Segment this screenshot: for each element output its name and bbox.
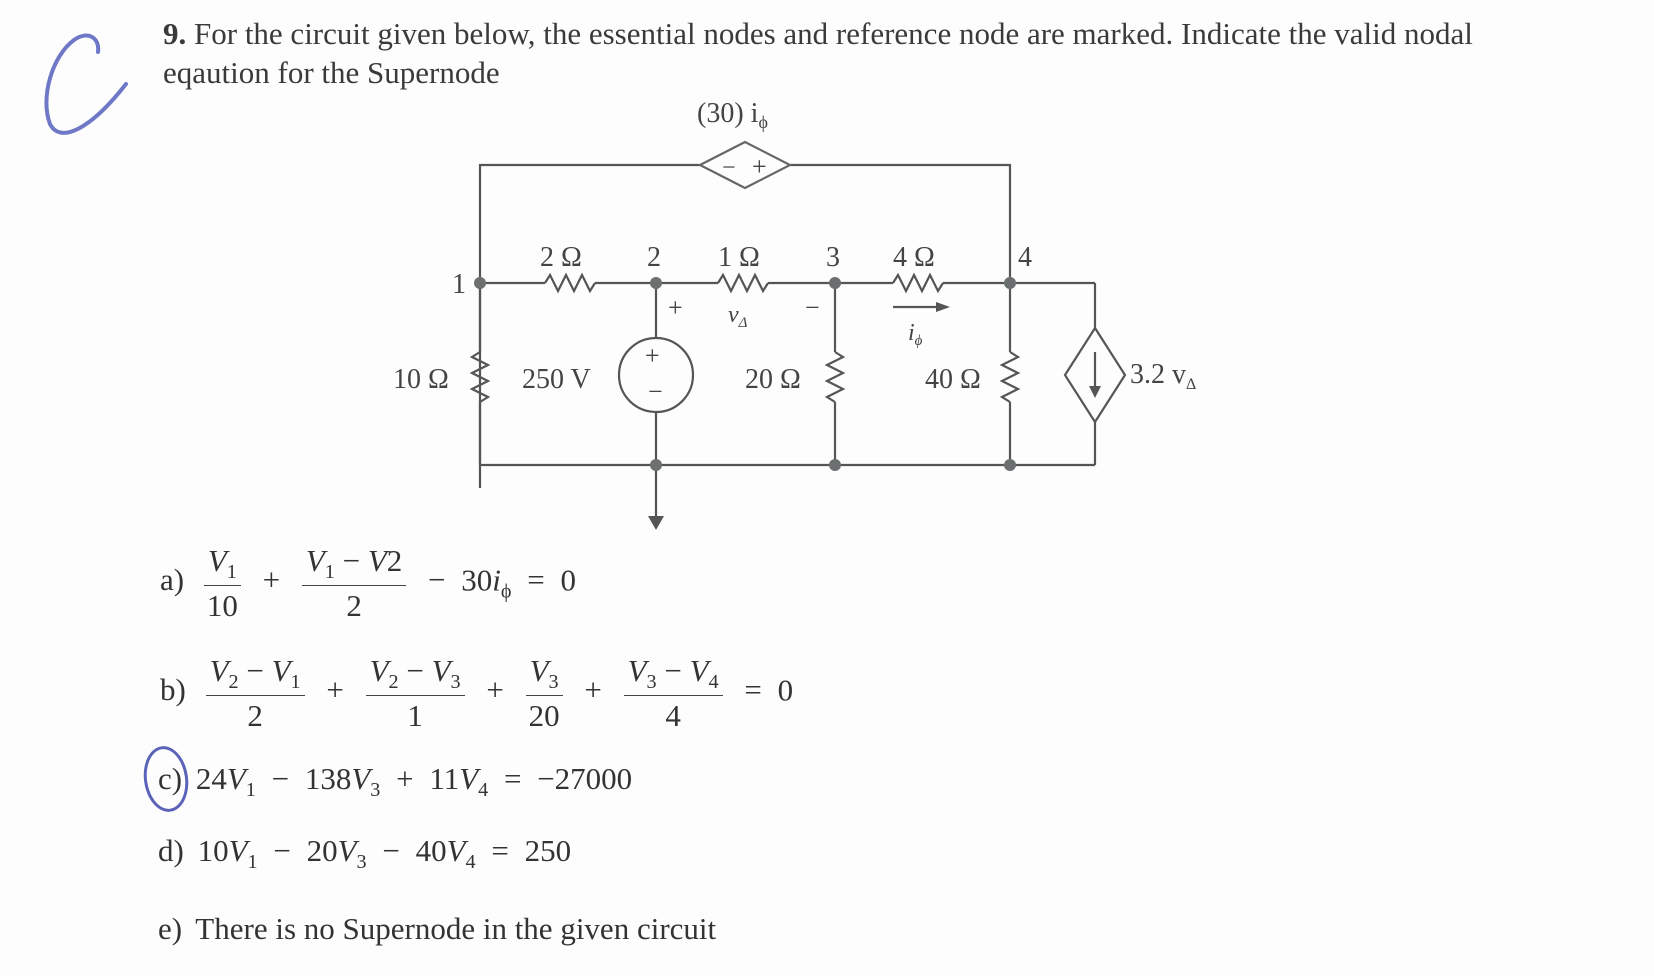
v-delta-label: vΔ xyxy=(728,302,748,331)
resistor-1ohm-label: 1 Ω xyxy=(718,242,760,273)
question-number: 9. xyxy=(163,16,187,51)
resistor-40ohm-label: 40 Ω xyxy=(925,364,981,395)
svg-text:−: − xyxy=(648,377,663,406)
option-a-label: a) xyxy=(160,562,185,598)
i-phi-label: iϕ xyxy=(908,320,923,349)
option-d-label: d) xyxy=(158,833,184,868)
option-e-text: There is no Supernode in the given circu… xyxy=(195,911,717,946)
question-body: For the circuit given below, the essenti… xyxy=(163,16,1473,90)
option-e-label: e) xyxy=(158,911,183,946)
resistor-10ohm-label: 10 Ω xyxy=(393,364,449,395)
svg-text:+: + xyxy=(752,152,767,181)
resistor-20ohm-label: 20 Ω xyxy=(745,364,801,395)
option-c[interactable]: c) 24V1 − 138V3 + 11V4 = −27000 xyxy=(158,761,633,802)
resistor-2ohm-label: 2 Ω xyxy=(540,242,582,273)
node-label-3: 3 xyxy=(826,242,840,273)
svg-text:+: + xyxy=(668,293,683,322)
option-e[interactable]: e) There is no Supernode in the given ci… xyxy=(158,913,716,944)
node-label-1: 1 xyxy=(452,269,466,300)
dep-vsource-label: (30) iϕ xyxy=(697,98,768,132)
node-label-2: 2 xyxy=(647,242,661,273)
option-d[interactable]: d) 10V1 − 20V3 − 40V4 = 250 xyxy=(158,833,572,874)
option-b-label: b) xyxy=(160,672,186,708)
dep-isource-label: 3.2 vΔ xyxy=(1130,359,1196,393)
svg-text:−: − xyxy=(805,293,820,322)
node-label-4: 4 xyxy=(1018,242,1032,273)
svg-text:+: + xyxy=(645,341,660,370)
question-text: 9. For the circuit given below, the esse… xyxy=(163,14,1563,92)
option-c-label: c) xyxy=(158,761,183,796)
resistor-4ohm-label: 4 Ω xyxy=(893,242,935,273)
handwritten-answer-mark xyxy=(44,33,128,135)
svg-text:−: − xyxy=(722,155,736,181)
vsource-250v-label: 250 V xyxy=(522,364,591,395)
